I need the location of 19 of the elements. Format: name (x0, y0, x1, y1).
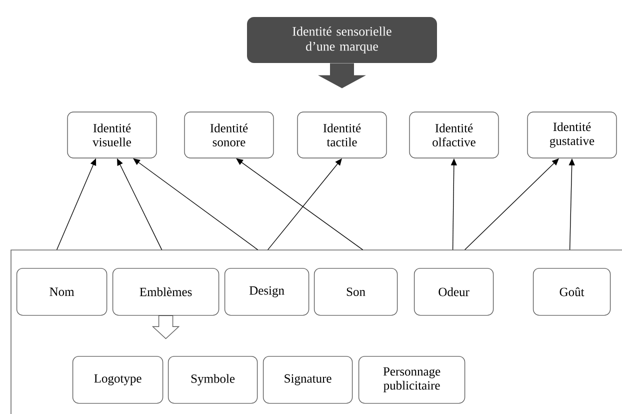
block-arrow (318, 63, 366, 88)
label-box: Nom (16, 268, 108, 316)
label-box: Odeur (414, 268, 494, 316)
label-box: Identité sonore (184, 112, 274, 158)
label-box: Signature (262, 356, 353, 404)
label-box: Identité gustative (527, 112, 617, 158)
label-box: Design (224, 268, 310, 316)
label-box: Goût (532, 268, 611, 316)
label-box: Son (314, 268, 398, 316)
label-box: Symbole (168, 356, 258, 404)
label-box: Identité tactile (297, 112, 387, 158)
label-box: Personnage publicitaire (358, 356, 466, 404)
label-box: Emblèmes (112, 268, 220, 316)
title-box: Identité sensorielle d’une marque (247, 17, 437, 63)
label-box: Identité visuelle (67, 112, 157, 158)
label-box: Identité olfactive (409, 112, 499, 158)
block-arrow (152, 315, 180, 340)
label-box: Logotype (72, 356, 164, 404)
panel-frame (10, 250, 622, 414)
